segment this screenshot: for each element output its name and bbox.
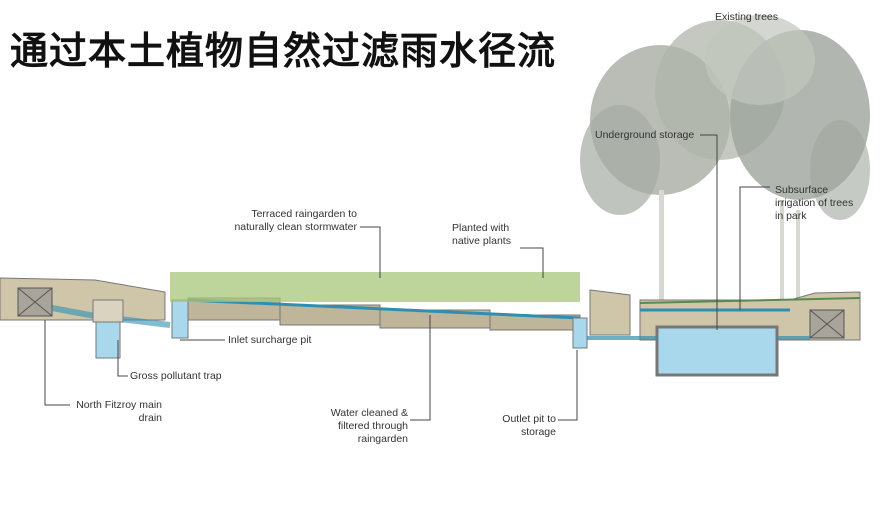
label-outlet-pit: Outlet pit to storage xyxy=(502,413,556,438)
label-subsurface-irrigation: Subsurface irrigation of trees in park xyxy=(775,184,854,222)
underground-storage-tank xyxy=(655,325,779,377)
label-north-fitzroy-drain: North Fitzroy main drain xyxy=(76,399,162,424)
right-park-ground xyxy=(587,291,861,377)
label-water-cleaned: Water cleaned & filtered through raingar… xyxy=(330,407,408,445)
existing-trees-illustration xyxy=(580,15,870,300)
leader-lines xyxy=(44,134,770,421)
raingarden-terraces xyxy=(187,297,581,331)
label-inlet-surcharge-pit: Inlet surcharge pit xyxy=(228,334,312,346)
page-title: 通过本土植物自然过滤雨水径流 xyxy=(10,29,557,73)
label-planted-native: Planted with native plants xyxy=(452,222,511,247)
gross-pollutant-trap xyxy=(95,321,121,359)
left-embankment xyxy=(0,277,166,321)
label-existing-trees: Existing trees xyxy=(715,11,779,23)
label-terraced-raingarden: Terraced raingarden to naturally clean s… xyxy=(234,208,357,233)
native-plants xyxy=(170,272,580,302)
outlet-pit xyxy=(572,317,588,349)
inlet-surcharge-pit xyxy=(171,299,189,339)
label-gross-pollutant-trap: Gross pollutant trap xyxy=(130,370,222,382)
label-underground-storage: Underground storage xyxy=(595,129,695,141)
trap-lid xyxy=(92,299,124,323)
